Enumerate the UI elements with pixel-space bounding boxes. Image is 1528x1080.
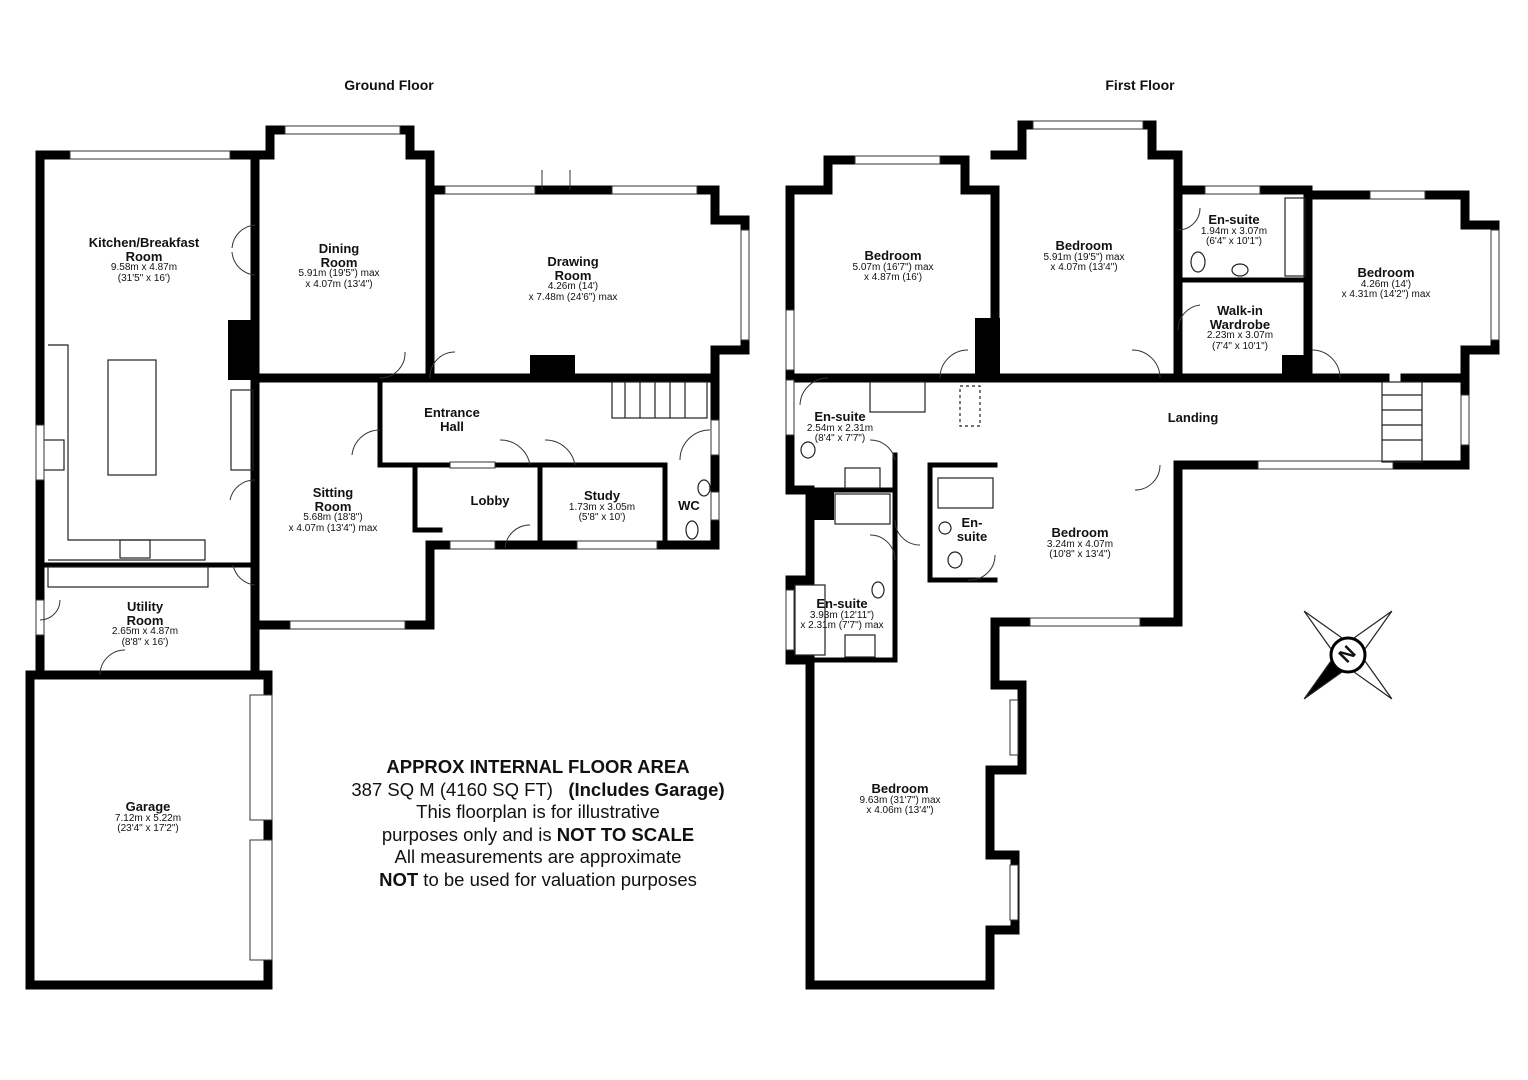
room-label-lobby: Lobby xyxy=(470,493,510,508)
floor-area-notes: APPROX INTERNAL FLOOR AREA 387 SQ M (416… xyxy=(351,756,724,891)
room-label-wc: WC xyxy=(678,498,700,513)
room-label-bedroom-3: Bedroom 4.26m (14') x 4.31m (14'2") max xyxy=(1341,265,1431,301)
ground-doors xyxy=(39,170,711,676)
first-stairs xyxy=(1381,381,1423,463)
room-label-ensuite-2: En-suite 2.54m x 2.31m (8'4" x 7'7") xyxy=(806,409,874,445)
first-floor-windows xyxy=(785,120,1500,921)
room-label-drawing: Drawing Room 4.26m (14') x 7.48m (24'6")… xyxy=(528,254,618,303)
notes-line-4: purposes only and is xyxy=(381,823,552,845)
chimney-breast xyxy=(975,318,1000,380)
room-label-bedroom-5: Bedroom 9.63m (31'7") max x 4.06m (13'4"… xyxy=(859,781,941,817)
notes-line-3: This floorplan is for illustrative xyxy=(416,801,660,822)
kitchen-fittings xyxy=(41,344,254,588)
room-label-utility: Utility Room 2.65m x 4.87m (8'8" x 16') xyxy=(111,599,179,648)
room-label-walk-in-wardrobe: Walk-in Wardrobe 2.23m x 3.07m (7'4" x 1… xyxy=(1206,303,1274,352)
room-label-landing: Landing xyxy=(1167,410,1219,425)
notes-includes-garage: (Includes Garage) xyxy=(568,778,725,800)
room-label-ensuite-3: En- suite xyxy=(956,515,988,544)
first-floor-fittings xyxy=(794,197,1306,658)
room-label-study: Study 1.73m x 3.05m (5'8" x 10') xyxy=(568,488,636,524)
room-label-garage: Garage 7.12m x 5.22m (23'4" x 17'2") xyxy=(114,799,182,835)
compass-icon xyxy=(1303,610,1393,700)
ground-floor-walls xyxy=(25,125,750,990)
notes-heading: APPROX INTERNAL FLOOR AREA xyxy=(386,756,690,777)
first-floor-title: First Floor xyxy=(1105,77,1175,93)
notes-area: 387 SQ M (4160 SQ FT) xyxy=(351,778,553,800)
ground-stairs xyxy=(611,381,708,419)
room-label-sitting: Sitting Room 5.68m (18'8") x 4.07m (13'4… xyxy=(288,485,378,534)
room-label-ensuite-1: En-suite 1.94m x 3.07m (6'4" x 10'1") xyxy=(1200,212,1268,248)
room-label-bedroom-1: Bedroom 5.07m (16'7") max x 4.87m (16') xyxy=(852,248,934,284)
notes-not-to-scale: NOT TO SCALE xyxy=(556,823,695,845)
room-label-bedroom-2: Bedroom 5.91m (19'5") max x 4.07m (13'4"… xyxy=(1043,238,1125,274)
chimney-breast xyxy=(1282,355,1308,380)
notes-not: NOT xyxy=(379,868,419,890)
room-label-dining: Dining Room 5.91m (19'5") max x 4.07m (1… xyxy=(298,241,380,290)
chimney-breast xyxy=(530,355,575,378)
room-label-ensuite-4: En-suite 3.93m (12'11") x 2.31m (7'7") m… xyxy=(800,596,884,632)
ground-floor-title: Ground Floor xyxy=(344,77,434,93)
notes-line-6: to be used for valuation purposes xyxy=(423,868,697,890)
first-doors xyxy=(799,207,1341,581)
room-label-bedroom-4: Bedroom 3.24m x 4.07m (10'8" x 13'4") xyxy=(1046,525,1114,561)
room-label-entrance-hall: Entrance Hall xyxy=(424,405,480,434)
chimney-breast xyxy=(228,320,256,380)
room-label-kitchen: Kitchen/Breakfast Room 9.58m x 4.87m (31… xyxy=(88,235,200,284)
ground-floor-windows xyxy=(35,125,750,961)
chimney-breast xyxy=(812,490,834,520)
notes-line-5: All measurements are approximate xyxy=(394,846,682,867)
